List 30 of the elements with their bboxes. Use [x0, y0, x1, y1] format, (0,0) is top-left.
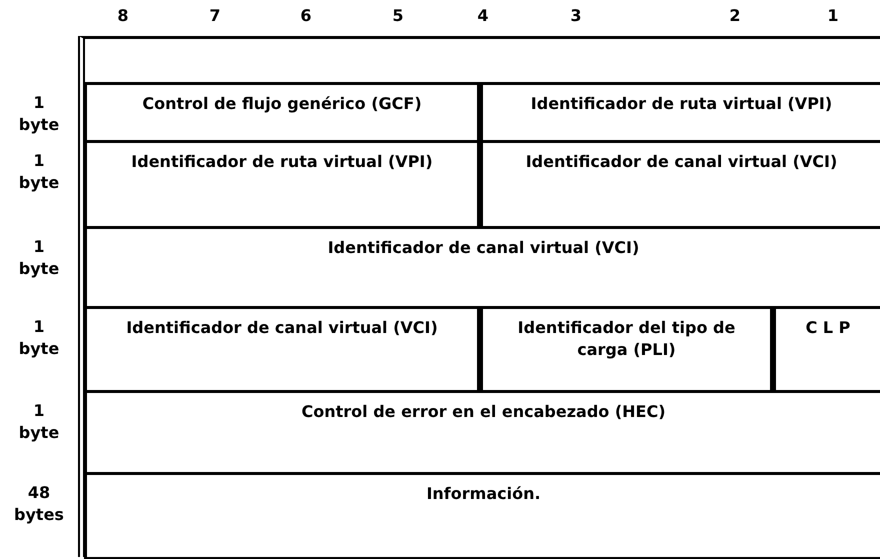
row-size-label: 1 byte — [18, 236, 60, 280]
row-size-label: 48 bytes — [13, 482, 65, 526]
bit-number: 2 — [728, 6, 742, 25]
row-size-label: 1 byte — [18, 92, 60, 136]
row-size-label: 1 byte — [18, 400, 60, 444]
bit-number: 6 — [299, 6, 313, 25]
field-box — [84, 140, 480, 229]
row-size-label: 1 byte — [18, 150, 60, 194]
bit-number: 3 — [569, 6, 583, 25]
field-label: Identificador de ruta virtual (VPI) — [530, 93, 834, 115]
field-label: Identificador de ruta virtual (VPI) — [130, 151, 434, 173]
field-label: C L P — [804, 317, 852, 339]
row-size-label: 1 byte — [18, 316, 60, 360]
field-label: Información. — [425, 483, 542, 505]
field-box — [480, 82, 880, 143]
bit-number: 5 — [391, 6, 405, 25]
field-box — [84, 472, 880, 559]
bit-number: 4 — [476, 6, 490, 25]
bit-number: 8 — [116, 6, 130, 25]
field-box — [480, 306, 773, 393]
bit-number: 7 — [208, 6, 222, 25]
field-label: Identificador de canal virtual (VCI) — [326, 237, 640, 259]
field-label: Identificador de canal virtual (VCI) — [524, 151, 838, 173]
field-label: Control de flujo genérico (GCF) — [141, 93, 423, 115]
field-label: Control de error en el encabezado (HEC) — [300, 401, 667, 423]
field-label: Identificador de canal virtual (VCI) — [125, 317, 439, 339]
field-label: Identificador del tipo de carga (PLI) — [516, 317, 736, 361]
field-box — [84, 306, 480, 393]
field-box — [84, 82, 480, 143]
bit-number: 1 — [826, 6, 840, 25]
